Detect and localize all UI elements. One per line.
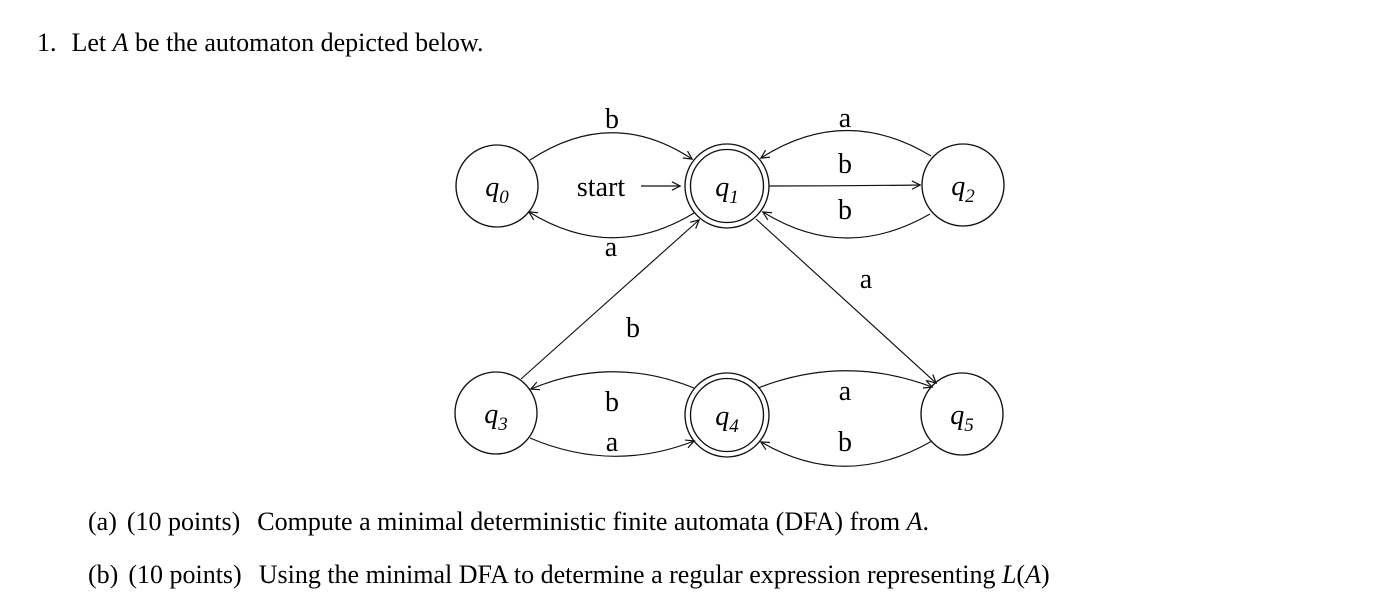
text-run: Using the minimal DFA to determine a reg… (258, 560, 1002, 589)
problem-title-text: Let A be the automaton depicted below. (72, 28, 484, 57)
state-inner-circle-q1 (689, 148, 765, 224)
state-inner-circle-q4 (689, 377, 765, 453)
transition-q4-q5 (757, 370, 934, 389)
text-run: Compute a minimal deterministic finite a… (257, 507, 907, 536)
transition-q5-q4 (759, 440, 933, 467)
text-run: Let (71, 28, 113, 57)
problem-number: 1. (37, 28, 57, 57)
question-b-text: Using the minimal DFA to determine a reg… (259, 560, 1050, 589)
state-circle-q3 (454, 371, 538, 455)
state-label-q0: q0 (485, 172, 509, 208)
text-run: ( (1016, 560, 1026, 589)
transition-q4-q3 (529, 371, 695, 391)
state-label-q5: q5 (950, 400, 974, 436)
transition-label: b (838, 149, 852, 180)
problem-title: 1. Let A be the automaton depicted below. (37, 27, 484, 58)
state-circle-q0 (455, 144, 539, 228)
transition-label: b (626, 313, 640, 344)
transition-q1-q2 (768, 180, 922, 190)
start-label: start (577, 172, 625, 203)
text-run: be the automaton depicted below. (128, 28, 484, 57)
state-circle-q5 (920, 372, 1004, 456)
transition-label: a (605, 232, 618, 263)
transition-q3-q1 (520, 218, 701, 380)
question-b-points: (10 points) (128, 560, 242, 589)
state-circle-q2 (921, 143, 1005, 227)
transition-label: a (839, 103, 852, 134)
question-a-label: (a) (88, 507, 117, 536)
state-label-q1: q1 (715, 172, 739, 208)
math-symbol: A (906, 507, 923, 536)
text-run: . (922, 507, 930, 536)
transition-label: b (838, 195, 852, 226)
transition-label: a (860, 264, 873, 295)
transition-q3-q4 (529, 437, 696, 457)
transition-q2-q1 (759, 129, 932, 159)
transition-label: a (606, 427, 619, 458)
question-a-points: (10 points) (126, 507, 241, 536)
transition-q1-q0 (527, 211, 695, 239)
question-a: (a) (10 points) Compute a minimal determin… (88, 506, 929, 537)
state-label-q2: q2 (951, 171, 975, 207)
math-symbol: L (1001, 560, 1017, 589)
transition-label: a (839, 376, 852, 407)
state-label-q3: q3 (484, 399, 508, 435)
question-b-label: (b) (88, 560, 119, 589)
transition-label: b (838, 427, 852, 458)
transition-q2-q1 (761, 211, 931, 239)
question-a-text: Compute a minimal deterministic finite a… (257, 507, 929, 536)
transition-q1-q5 (755, 218, 938, 385)
state-label-q4: q4 (715, 401, 739, 437)
question-b: (b) (10 points) Using the minimal DFA to d… (88, 559, 1050, 590)
transition-label: b (605, 387, 619, 418)
text-run: ) (1040, 560, 1050, 589)
transition-q0-q1 (529, 132, 694, 161)
math-symbol: A (1025, 560, 1041, 589)
transition-label: b (605, 104, 619, 135)
math-symbol: A (112, 28, 129, 57)
